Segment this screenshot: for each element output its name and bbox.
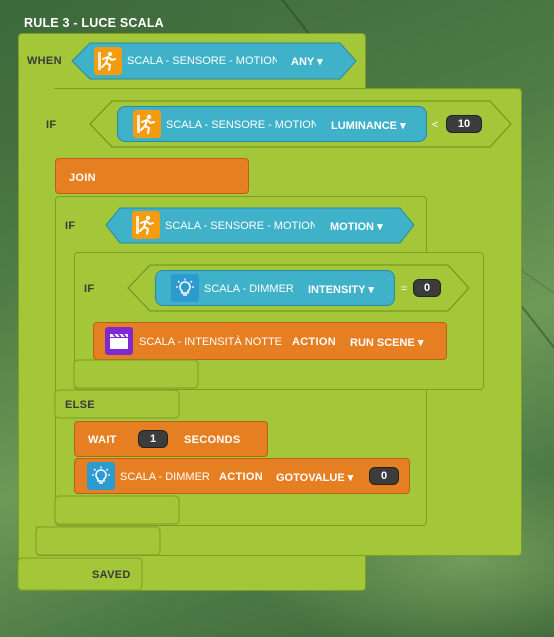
scene-action-value: RUN SCENE <box>350 337 415 349</box>
saved-status: SAVED <box>92 569 131 581</box>
if3-device-name: SCALA - DIMMER <box>204 283 294 295</box>
else-keyword: ELSE <box>65 399 95 411</box>
join-block[interactable] <box>55 158 249 194</box>
if1-value-field[interactable]: 10 <box>446 115 482 133</box>
scene-action-label: ACTION <box>292 336 336 348</box>
clapperboard-icon <box>105 327 133 355</box>
if2-device-name: SCALA - SENSORE - MOTION <box>165 220 315 232</box>
if2-property-value: MOTION <box>330 221 374 233</box>
dimmer-action-dropdown[interactable]: GOTOVALUE ▾ <box>276 471 353 484</box>
running-person-icon <box>133 110 161 138</box>
dimmer-action-value: GOTOVALUE <box>276 472 345 484</box>
when-trigger-hex <box>71 42 357 80</box>
when-device-name: SCALA - SENSORE - MOTION <box>127 55 277 67</box>
if1-keyword: IF <box>46 119 57 131</box>
lightbulb-icon <box>87 462 115 490</box>
dimmer-device-name: SCALA - DIMMER <box>120 471 210 483</box>
if1-property-dropdown[interactable]: LUMINANCE ▾ <box>331 119 406 132</box>
dimmer-action-block[interactable] <box>74 458 410 494</box>
dimmer-value-field[interactable]: 0 <box>369 467 399 485</box>
run-scene-action-block[interactable] <box>93 322 447 360</box>
if3-keyword: IF <box>84 283 95 295</box>
if1-device-name: SCALA - SENSORE - MOTION <box>166 119 316 131</box>
chevron-down-icon: ▾ <box>417 337 424 349</box>
join-keyword: JOIN <box>69 172 96 184</box>
if2-condition-hex <box>105 207 415 244</box>
seconds-keyword: SECONDS <box>184 434 241 446</box>
if2-keyword: IF <box>65 220 76 232</box>
if3-property-value: INTENSITY <box>308 284 366 296</box>
wait-keyword: WAIT <box>88 434 117 446</box>
dimmer-action-label: ACTION <box>219 471 263 483</box>
if1-device-pill[interactable] <box>117 106 427 142</box>
scene-device-name: SCALA - INTENSITÀ NOTTE <box>139 336 283 348</box>
when-event-dropdown[interactable]: ANY ▾ <box>291 55 323 68</box>
if2-property-dropdown[interactable]: MOTION ▾ <box>330 220 383 233</box>
chevron-down-icon: ▾ <box>347 472 354 484</box>
when-event-value: ANY <box>291 56 315 68</box>
chevron-down-icon: ▾ <box>377 221 383 233</box>
scene-action-dropdown[interactable]: RUN SCENE ▾ <box>350 336 423 349</box>
running-person-icon <box>132 211 160 239</box>
running-person-icon <box>94 47 122 75</box>
chevron-down-icon: ▾ <box>400 120 406 132</box>
chevron-down-icon: ▾ <box>317 56 323 68</box>
wait-block[interactable] <box>74 421 268 457</box>
lightbulb-icon <box>171 274 199 302</box>
if1-operator: < <box>432 119 439 131</box>
wait-value-field[interactable]: 1 <box>138 430 168 448</box>
if3-operator: = <box>401 283 408 295</box>
else-tab <box>54 389 180 419</box>
rule-title: RULE 3 - LUCE SCALA <box>24 16 164 30</box>
if3-property-dropdown[interactable]: INTENSITY ▾ <box>308 283 374 296</box>
if1-property-value: LUMINANCE <box>331 120 397 132</box>
when-keyword: WHEN <box>27 55 62 67</box>
chevron-down-icon: ▾ <box>368 284 374 296</box>
if3-value-field[interactable]: 0 <box>413 279 441 297</box>
